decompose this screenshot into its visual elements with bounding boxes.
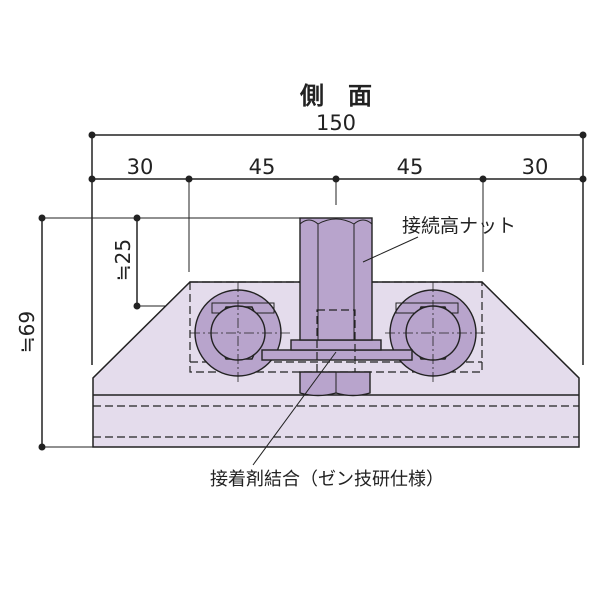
high-nut [299, 217, 373, 376]
nut-height-label: ≒25 [111, 239, 135, 281]
overall-width-dimension: 150 [88, 111, 587, 139]
adhesive-label: 接着剤結合（ゼン技研仕様） [210, 469, 444, 490]
left-bolt [190, 282, 290, 385]
adhesive-leader [252, 351, 337, 466]
segment-2-label: 45 [249, 155, 276, 179]
high-nut-label: 接続高ナット [402, 215, 516, 237]
connecting-plate [261, 349, 413, 361]
height-dimension: ≒69 [15, 214, 300, 451]
washer [290, 339, 382, 351]
total-height-label: ≒69 [15, 311, 39, 353]
overall-width-label: 150 [316, 111, 356, 135]
title: 側 面 [299, 82, 372, 110]
segment-4-label: 30 [522, 155, 549, 179]
segment-3-label: 45 [397, 155, 424, 179]
segment-1-label: 30 [127, 155, 154, 179]
segment-dimensions: 30 45 45 30 [88, 155, 587, 183]
lower-nut [299, 371, 371, 397]
high-nut-leader [362, 236, 419, 263]
